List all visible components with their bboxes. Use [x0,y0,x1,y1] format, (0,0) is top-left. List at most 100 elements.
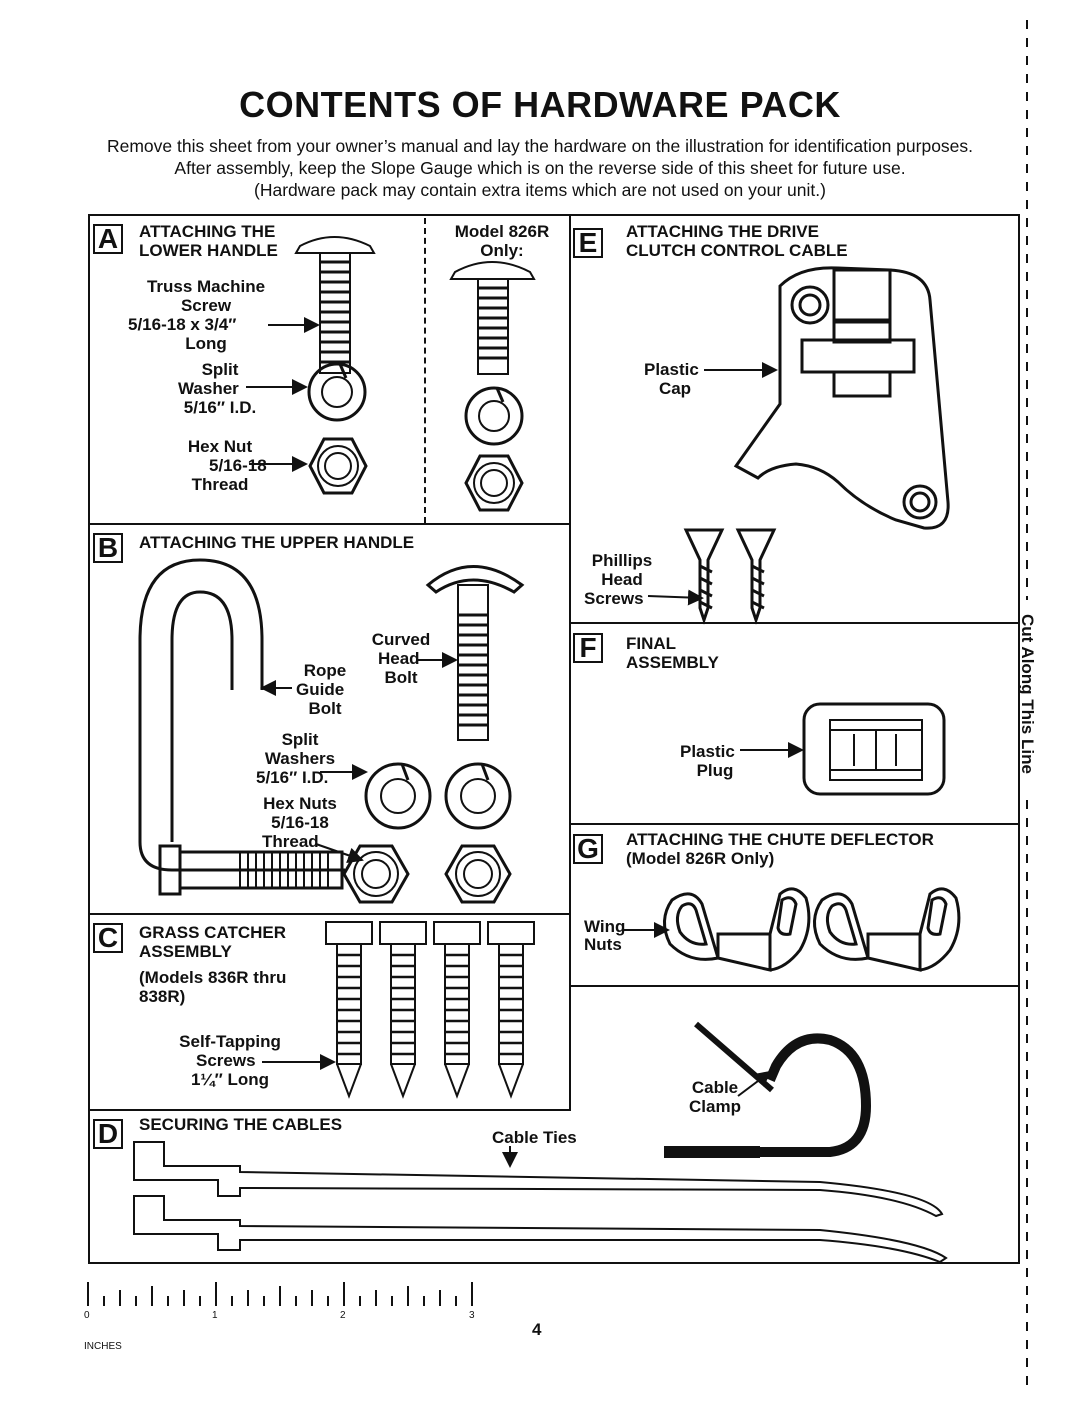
rope-guide-label-2: Guide [296,680,345,699]
hardware-frame [88,214,1020,1264]
column-divider [569,214,571,1110]
section-d-heading: SECURING THE CABLES [139,1115,343,1134]
split-washers-label-1: Split [281,730,319,749]
section-c-heading-2: ASSEMBLY [139,942,232,961]
split-washers-label-2: Washers [264,749,336,768]
curved-head-bolt-icon [425,565,525,741]
section-g-letter: G [573,834,603,864]
split-washer-label-3: 5/16″ I.D. [183,398,257,417]
model-only-note: Only: [480,241,524,260]
section-b-heading: ATTACHING THE UPPER HANDLE [139,533,415,552]
section-c-letter: C [93,923,123,953]
section-e-heading-2: CLUTCH CONTROL CABLE [626,241,848,260]
intro-line-1: Remove this sheet from your owner’s manu… [106,136,974,156]
plastic-plug-label-1: Plastic [680,742,735,761]
cable-clamp-arrow [737,1070,772,1097]
split-washer-icon [307,362,367,422]
section-a-heading-1: ATTACHING THE [139,222,276,241]
section-e-letter: E [573,228,603,258]
plastic-cap-label-2: Cap [658,379,692,398]
section-c-heading-1: GRASS CATCHER [139,923,287,942]
ruler-number-2: 2 [340,1310,346,1321]
plastic-cap-icon [733,266,950,530]
hex-nuts-label-1: Hex Nuts [263,794,337,813]
divider-f-g [569,823,1020,825]
split-washer-icon-b2 [444,762,512,830]
hex-nuts-arrow [315,843,364,863]
model-826r-screw-icon [449,261,536,375]
truss-screw-label-4: Long [185,334,227,353]
self-tapping-label-2: Screws [196,1051,256,1070]
cable-ties-label: Cable Ties [492,1128,577,1147]
plastic-cap-label-1: Plastic [644,360,699,379]
cable-clamp-label-2: Clamp [689,1097,741,1116]
hex-nuts-label-2: 5/16-18 [271,813,329,832]
cable-tie-icon-2 [133,1195,948,1264]
cable-tie-icon-1 [133,1141,944,1218]
hex-nut-icon-b2 [444,844,512,904]
section-b-letter: B [93,533,123,563]
phillips-label-3: Screws [584,589,644,608]
hex-nut-label-2: 5/16-18 [209,456,267,475]
hex-nuts-label-3: Thread [262,832,319,851]
model-826r-note: Model 826R [454,222,550,241]
hex-nut-label-3: Thread [191,475,249,494]
self-tapping-label-1: Self-Tapping [179,1032,281,1051]
page-number: 4 [532,1320,542,1339]
phillips-screw-icon-1 [683,528,725,625]
divider-c-d [88,1109,571,1111]
truss-screw-icon [294,236,376,374]
intro-line-3: (Hardware pack may contain extra items w… [254,180,826,200]
divider-a-b [88,523,571,525]
truss-screw-label-2: Screw [180,296,232,315]
cable-clamp-icon [664,1021,872,1158]
split-washers-label-3: 5/16″ I.D. [256,768,329,787]
model-only-divider [424,218,426,523]
curved-bolt-label-2: Head [378,649,420,668]
ruler-unit: INCHES [84,1341,122,1352]
wing-nut-icon-1 [663,887,811,972]
intro-line-2: After assembly, keep the Slope Gauge whi… [174,158,906,178]
section-g-heading-1: ATTACHING THE CHUTE DEFLECTOR [626,830,934,849]
phillips-label-1: Phillips [591,551,653,570]
wing-nuts-label-1: Wing [584,917,626,936]
phillips-label-2: Head [601,570,643,589]
ruler-number-3: 3 [469,1310,475,1321]
plastic-plug-label-2: Plug [696,761,734,780]
ruler-number-0: 0 [84,1310,90,1321]
divider-b-c [88,913,571,915]
rope-guide-label-3: Bolt [308,699,342,718]
divider-e-f [569,622,1020,624]
section-c-models-1: (Models 836R thru [139,968,287,987]
self-tapping-screws-icon [325,921,535,1099]
divider-g-clamp [569,985,1020,987]
model-826r-nut-icon [464,454,524,512]
section-a-heading-2: LOWER HANDLE [139,241,278,260]
section-e-heading-1: ATTACHING THE DRIVE [626,222,819,241]
truss-screw-label-3: 5/16-18 x 3/4″ [128,315,237,334]
section-d-letter: D [93,1119,123,1149]
hex-nut-label-1: Hex Nut [187,437,253,456]
rope-guide-label-1: Rope [303,661,347,680]
section-c-models-2: 838R) [139,987,186,1006]
wing-nuts-label-2: Nuts [584,935,622,954]
wing-nut-icon-2 [813,887,961,972]
curved-bolt-label-1: Curved [371,630,431,649]
phillips-arrow [647,589,704,606]
model-826r-washer-icon [464,386,524,446]
section-g-heading-2: (Model 826R Only) [626,849,775,868]
section-f-heading-2: ASSEMBLY [626,653,719,672]
section-f-heading-1: FINAL [626,634,677,653]
split-washer-label-1: Split [201,360,239,379]
phillips-screw-icon-2 [735,528,777,625]
hex-nut-icon-b1 [342,844,410,904]
hex-nut-icon [308,437,368,495]
section-a-letter: A [93,224,123,254]
rope-guide-bolt-icon [138,558,345,896]
split-washer-label-2: Washer [178,379,239,398]
ruler-number-1: 1 [212,1310,218,1321]
section-f-letter: F [573,633,603,663]
page-title: CONTENTS OF HARDWARE PACK [239,84,841,125]
self-tapping-label-3: 1¼″ Long [190,1070,270,1089]
